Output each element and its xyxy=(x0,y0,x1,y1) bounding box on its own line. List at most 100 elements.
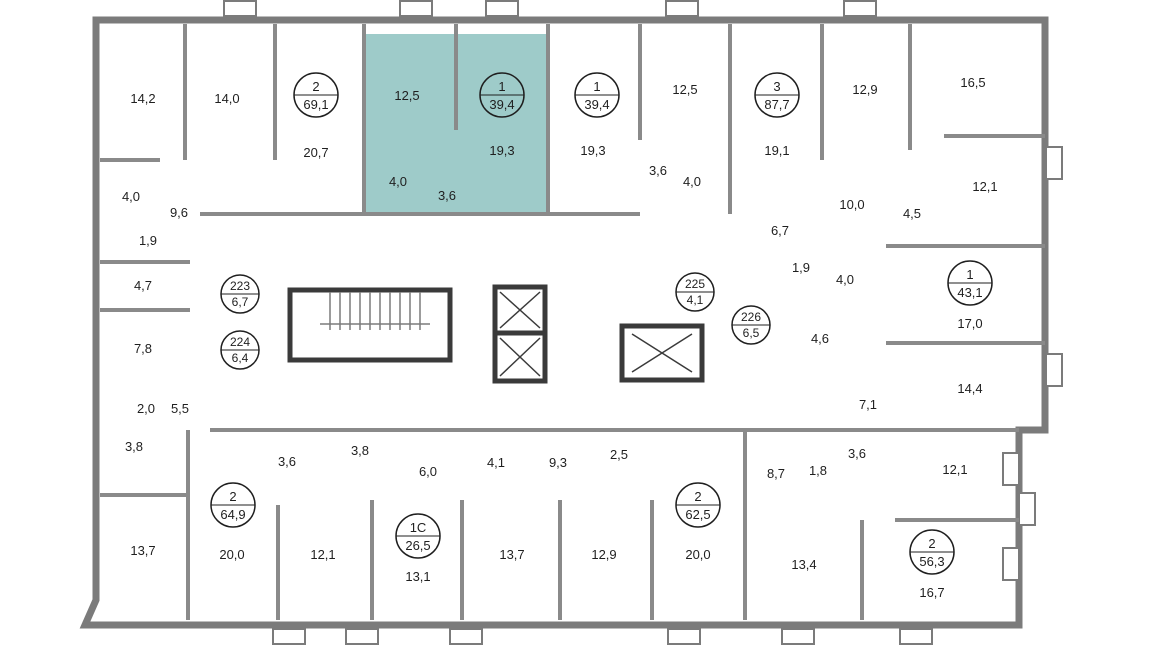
svg-text:39,4: 39,4 xyxy=(489,97,514,112)
room-area-label: 4,0 xyxy=(836,272,854,287)
room-area-label: 13,1 xyxy=(405,569,430,584)
room-area-label: 8,7 xyxy=(767,466,785,481)
apartment-badge[interactable]: 1 39,4 xyxy=(479,72,525,118)
room-area-label: 19,3 xyxy=(580,143,605,158)
room-area-label: 20,0 xyxy=(219,547,244,562)
room-area-label: 4,0 xyxy=(122,189,140,204)
room-area-label: 17,0 xyxy=(957,316,982,331)
room-area-label: 20,7 xyxy=(303,145,328,160)
room-area-label: 13,4 xyxy=(791,557,816,572)
room-area-label: 12,1 xyxy=(310,547,335,562)
apartment-badge[interactable]: 2 69,1 xyxy=(293,72,339,118)
svg-text:56,3: 56,3 xyxy=(919,554,944,569)
svg-text:225: 225 xyxy=(685,277,705,291)
room-area-label: 2,5 xyxy=(610,447,628,462)
room-area-label: 5,5 xyxy=(171,401,189,416)
svg-text:69,1: 69,1 xyxy=(303,97,328,112)
svg-text:64,9: 64,9 xyxy=(220,507,245,522)
room-area-label: 16,7 xyxy=(919,585,944,600)
room-area-label: 3,6 xyxy=(649,163,667,178)
apartment-badge[interactable]: 1С 26,5 xyxy=(395,513,441,559)
room-area-label: 9,3 xyxy=(549,455,567,470)
svg-text:1: 1 xyxy=(498,79,505,94)
core xyxy=(287,284,705,384)
utility-badge[interactable]: 224 6,4 xyxy=(220,330,260,370)
outer-walls xyxy=(79,16,1049,629)
svg-text:1: 1 xyxy=(593,79,600,94)
svg-text:1: 1 xyxy=(966,267,973,282)
room-area-label: 19,3 xyxy=(489,143,514,158)
room-area-label: 12,5 xyxy=(672,82,697,97)
room-area-label: 13,7 xyxy=(130,543,155,558)
room-area-label: 7,1 xyxy=(859,397,877,412)
room-area-label: 12,1 xyxy=(942,462,967,477)
svg-text:2: 2 xyxy=(312,79,319,94)
utility-badge[interactable]: 223 6,7 xyxy=(220,274,260,314)
apartment-badge[interactable]: 2 56,3 xyxy=(909,529,955,575)
room-area-label: 3,6 xyxy=(438,188,456,203)
room-area-label: 4,0 xyxy=(389,174,407,189)
apartment-badges: 2 69,1 1 39,4 1 39,4 3 87,7 1 43,1 xyxy=(210,72,993,575)
room-area-label: 19,1 xyxy=(764,143,789,158)
svg-text:4,1: 4,1 xyxy=(687,293,704,307)
room-area-label: 1,9 xyxy=(792,260,810,275)
room-area-label: 7,8 xyxy=(134,341,152,356)
room-area-label: 2,0 xyxy=(137,401,155,416)
room-area-label: 3,6 xyxy=(278,454,296,469)
svg-text:223: 223 xyxy=(230,279,250,293)
room-area-label: 6,0 xyxy=(419,464,437,479)
room-area-label: 4,6 xyxy=(811,331,829,346)
svg-text:39,4: 39,4 xyxy=(584,97,609,112)
utility-badge[interactable]: 226 6,5 xyxy=(731,305,771,345)
room-area-label: 14,0 xyxy=(214,91,239,106)
room-area-label: 10,0 xyxy=(839,197,864,212)
svg-text:6,5: 6,5 xyxy=(743,326,760,340)
utility-badge[interactable]: 225 4,1 xyxy=(675,272,715,312)
svg-text:43,1: 43,1 xyxy=(957,285,982,300)
utility-badges: 223 6,7 224 6,4 225 4,1 226 6,5 xyxy=(220,272,771,370)
svg-text:2: 2 xyxy=(229,489,236,504)
room-area-label: 14,2 xyxy=(130,91,155,106)
room-area-label: 16,5 xyxy=(960,75,985,90)
svg-text:224: 224 xyxy=(230,335,250,349)
room-area-label: 4,5 xyxy=(903,206,921,221)
apartment-badge[interactable]: 2 62,5 xyxy=(675,482,721,528)
room-area-label: 1,8 xyxy=(809,463,827,478)
windows xyxy=(223,0,1063,645)
svg-text:62,5: 62,5 xyxy=(685,507,710,522)
elevator-marks xyxy=(499,291,693,377)
room-area-label: 4,7 xyxy=(134,278,152,293)
room-area-label: 4,0 xyxy=(683,174,701,189)
room-area-label: 6,7 xyxy=(771,223,789,238)
room-area-label: 12,1 xyxy=(972,179,997,194)
room-area-label: 9,6 xyxy=(170,205,188,220)
room-area-label: 4,1 xyxy=(487,455,505,470)
apartment-badge[interactable]: 1 43,1 xyxy=(947,260,993,306)
room-labels: 14,2 14,0 20,7 12,5 19,3 19,3 12,5 19,1 … xyxy=(122,75,998,600)
room-area-label: 12,5 xyxy=(394,88,419,103)
stair-steps xyxy=(320,292,430,330)
svg-text:1С: 1С xyxy=(410,520,427,535)
svg-text:2: 2 xyxy=(928,536,935,551)
room-area-label: 12,9 xyxy=(591,547,616,562)
room-area-label: 14,4 xyxy=(957,381,982,396)
svg-text:2: 2 xyxy=(694,489,701,504)
svg-text:26,5: 26,5 xyxy=(405,538,430,553)
svg-text:3: 3 xyxy=(773,79,780,94)
svg-text:87,7: 87,7 xyxy=(764,97,789,112)
apartment-badge[interactable]: 1 39,4 xyxy=(574,72,620,118)
svg-text:6,7: 6,7 xyxy=(232,295,249,309)
room-area-label: 12,9 xyxy=(852,82,877,97)
room-area-label: 13,7 xyxy=(499,547,524,562)
svg-text:6,4: 6,4 xyxy=(232,351,249,365)
apartment-badge[interactable]: 2 64,9 xyxy=(210,482,256,528)
room-area-label: 3,8 xyxy=(125,439,143,454)
apartment-badge[interactable]: 3 87,7 xyxy=(754,72,800,118)
room-area-label: 1,9 xyxy=(139,233,157,248)
room-area-label: 20,0 xyxy=(685,547,710,562)
interior-walls xyxy=(100,24,1045,620)
room-area-label: 3,8 xyxy=(351,443,369,458)
svg-text:226: 226 xyxy=(741,310,761,324)
room-area-label: 3,6 xyxy=(848,446,866,461)
